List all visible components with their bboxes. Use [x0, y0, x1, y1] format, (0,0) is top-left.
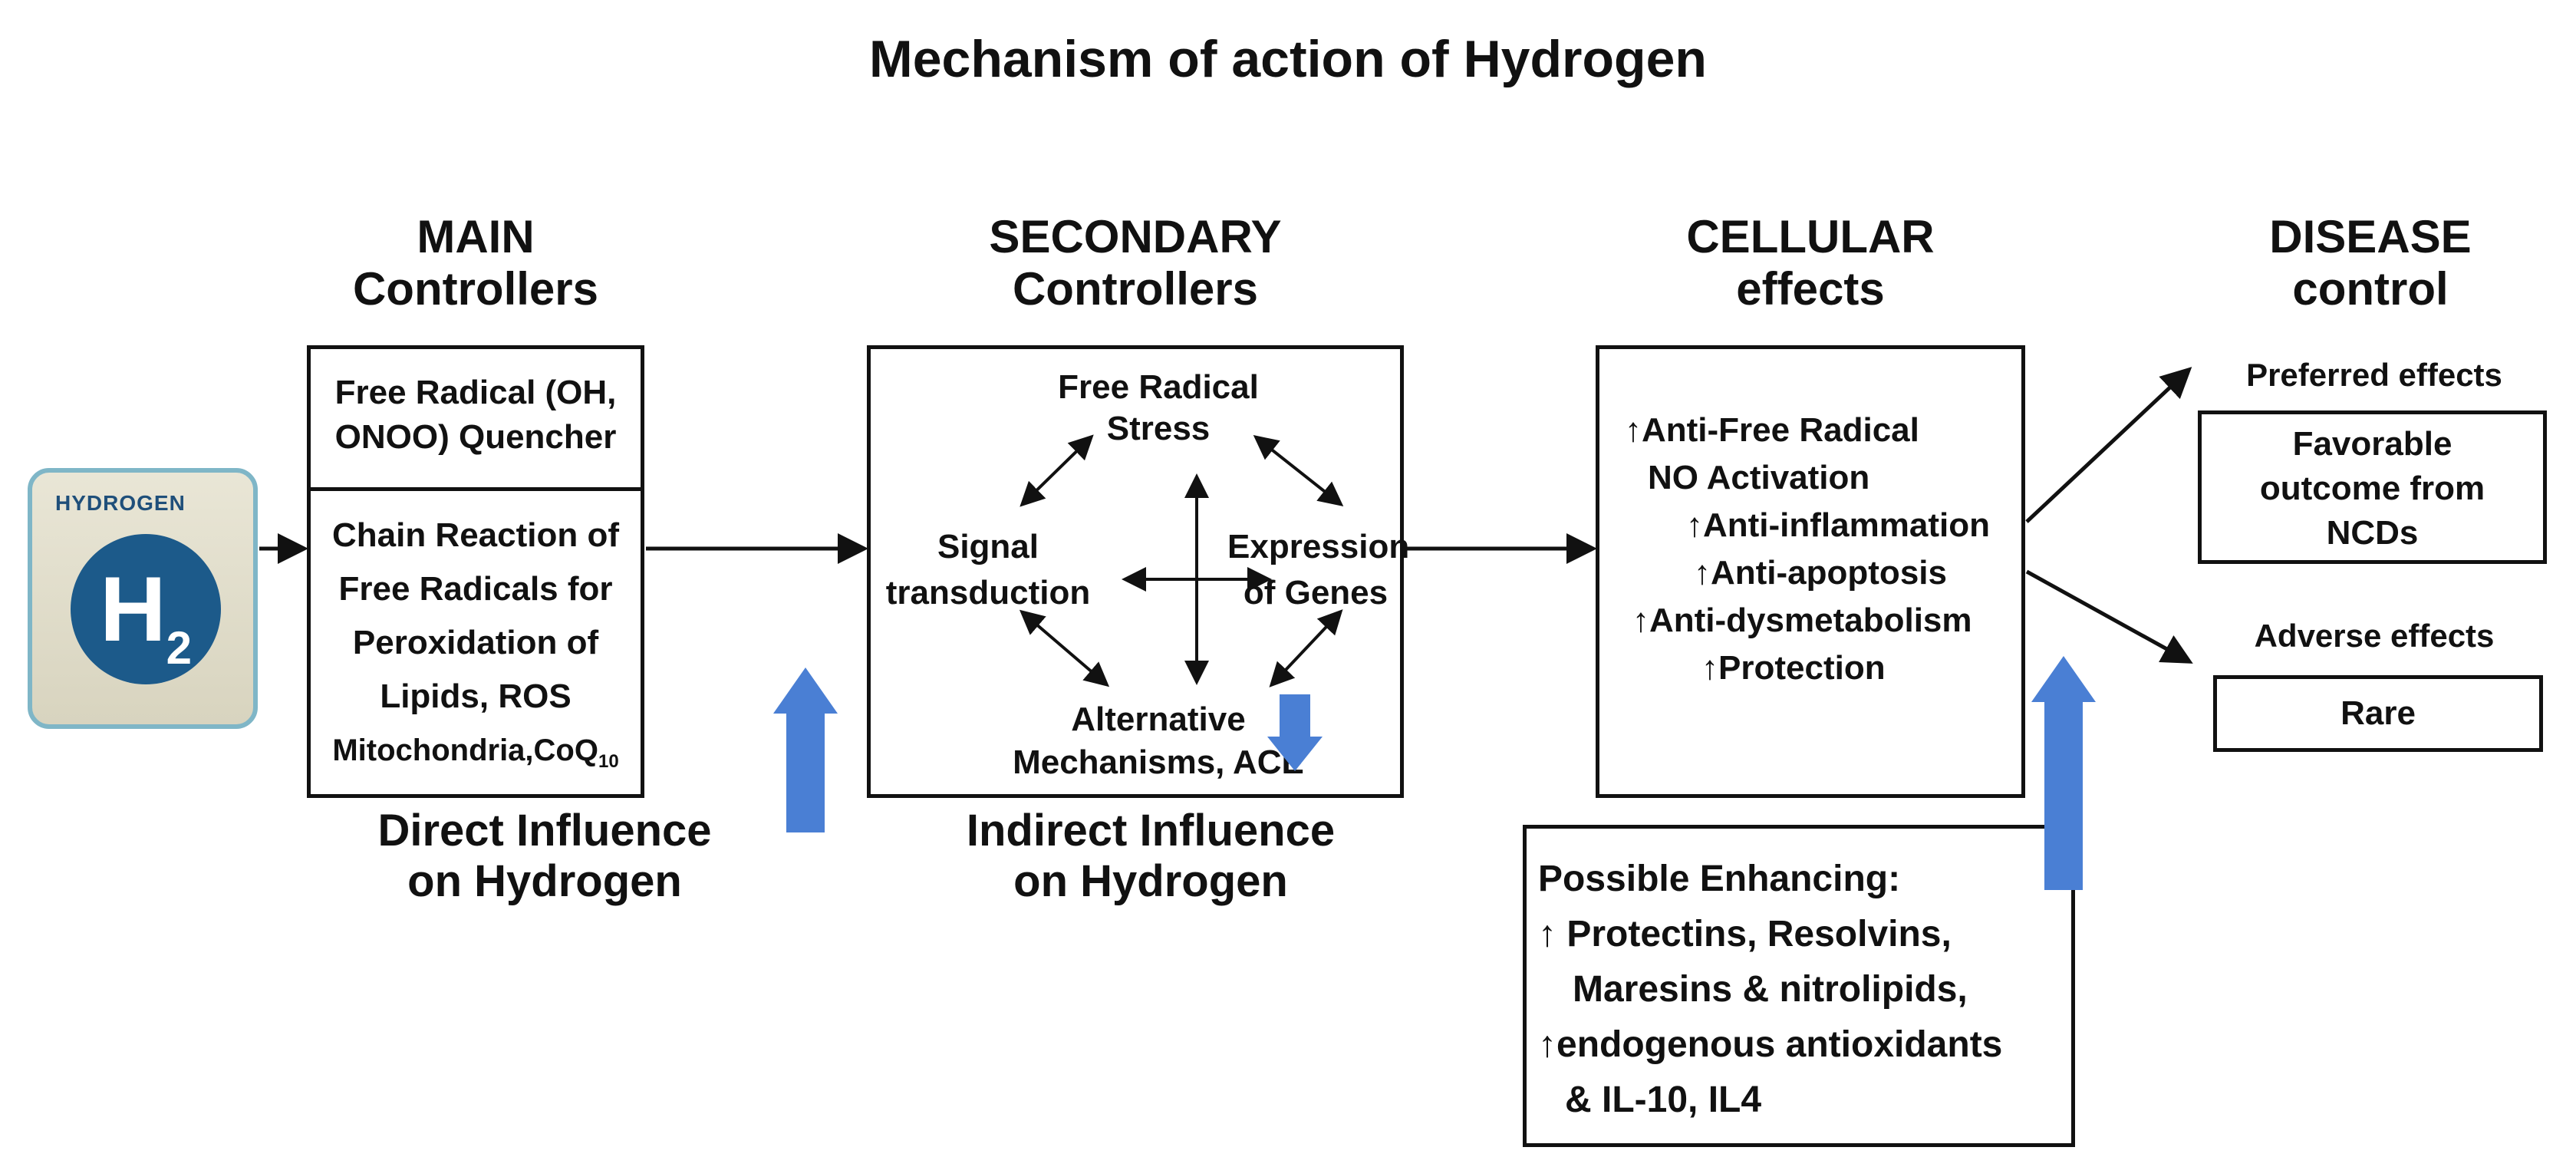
chain-reaction-text: Chain Reaction of Free Radicals for Pero… — [331, 516, 620, 772]
cellular-effects-box — [1596, 345, 2025, 798]
expression-alternative-arrow — [1269, 609, 1343, 687]
possible-enhancing-text: Possible Enhancing: ↑ Protectins, Resolv… — [1538, 859, 2003, 1120]
stress-signal-arrow — [1020, 434, 1094, 507]
adverse-effects-box — [2213, 675, 2543, 752]
favorable-outcome-text: Favorable outcome from NCDs — [2259, 425, 2485, 552]
preferred-effects-box — [2198, 410, 2547, 564]
cellular-to-adverse-arrow — [2025, 569, 2193, 664]
cellular-to-preferred-arrow — [2025, 367, 2192, 523]
cellular-effects-list: ↑Anti-Free Radical NO Activation ↑Anti-i… — [1625, 411, 1990, 687]
rare-text: Rare — [2340, 694, 2416, 732]
preferred-effects-label: Preferred effects — [2246, 357, 2502, 393]
quencher-text: Free Radical (OH,ONOO) Quencher — [334, 374, 617, 456]
h2-icon: H2 — [71, 534, 221, 684]
indirect-down-blue-arrow — [1267, 694, 1323, 771]
signal-alternative-arrow — [1019, 609, 1110, 687]
possible-enhancing-box — [1523, 825, 2075, 1147]
logo-label: HYDROGEN — [55, 491, 186, 515]
direct-up-blue-arrow — [773, 668, 838, 832]
main-controllers-box — [307, 345, 644, 798]
hydrogen-logo: HYDROGEN H2 — [28, 468, 258, 729]
diagram-title: Mechanism of action of Hydrogen — [869, 30, 1707, 88]
enhancing-up-blue-arrow — [2031, 656, 2096, 890]
main-box-divider — [307, 487, 644, 491]
stress-expression-arrow — [1253, 435, 1344, 506]
adverse-effects-label: Adverse effects — [2254, 618, 2495, 654]
